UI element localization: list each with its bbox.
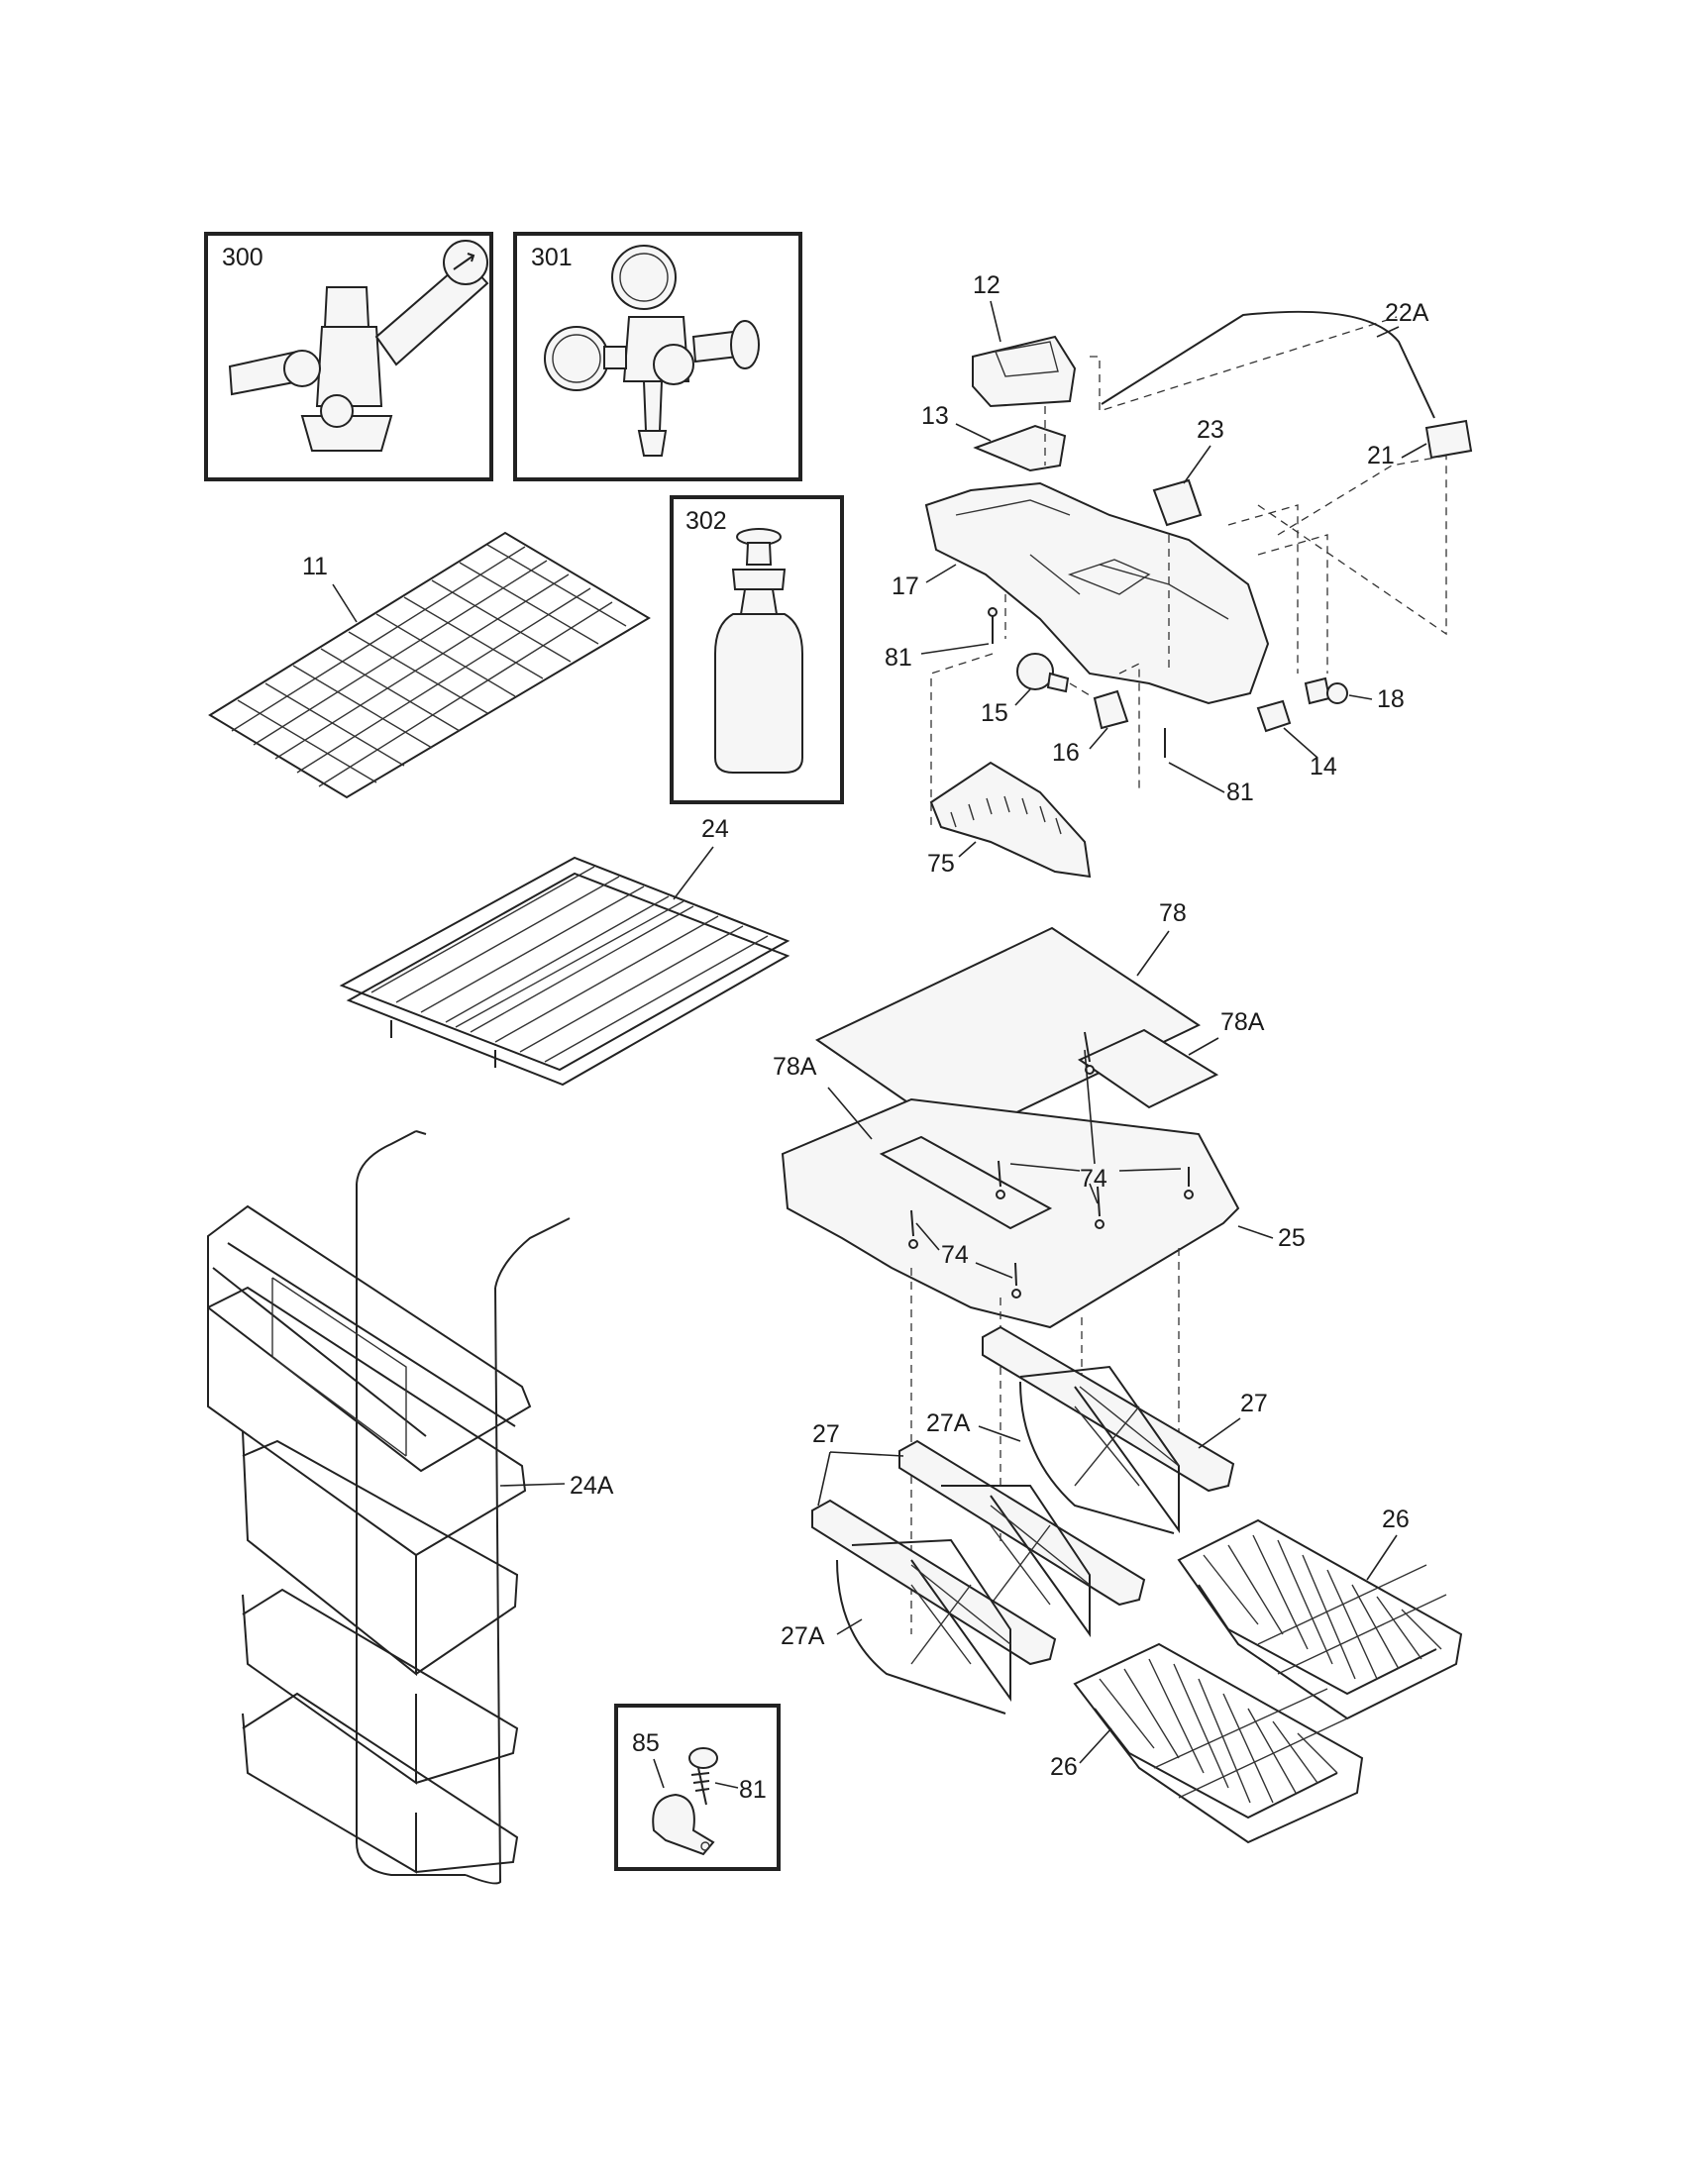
callout-14: 14 bbox=[1310, 753, 1337, 780]
part-12 bbox=[972, 335, 1077, 408]
callout-75: 75 bbox=[927, 850, 955, 878]
callout-300: 300 bbox=[222, 244, 263, 271]
part-27-27A-rails: 27 27A 27 27A bbox=[781, 1325, 1268, 1715]
callout-85: 85 bbox=[632, 1729, 660, 1757]
callout-301: 301 bbox=[531, 244, 573, 271]
part-78-liner: 78 78A bbox=[815, 899, 1265, 1141]
callout-18: 18 bbox=[1377, 685, 1405, 713]
basket-26-lower bbox=[1073, 1642, 1364, 1844]
part-26-baskets: 26 26 bbox=[1050, 1506, 1463, 1844]
callout-27A-bottom: 27A bbox=[781, 1622, 825, 1650]
part-78A-right bbox=[1077, 1028, 1219, 1109]
part-23 bbox=[1152, 478, 1203, 527]
callout-27-left: 27 bbox=[812, 1420, 840, 1448]
callout-81-b: 81 bbox=[1226, 779, 1254, 806]
callout-26-upper: 26 bbox=[1382, 1506, 1410, 1533]
callout-23: 23 bbox=[1197, 416, 1224, 444]
callout-27-right: 27 bbox=[1240, 1390, 1268, 1417]
part-21 bbox=[1424, 419, 1473, 460]
callout-11: 11 bbox=[302, 553, 328, 580]
callout-26-lower: 26 bbox=[1050, 1753, 1078, 1781]
basket-26-upper bbox=[1177, 1518, 1463, 1720]
callout-81-a: 81 bbox=[885, 644, 912, 672]
callout-78A-left: 78A bbox=[773, 1053, 817, 1081]
part-25-cover: 78A 25 74 74 bbox=[773, 1031, 1306, 1329]
part-14 bbox=[1256, 699, 1292, 733]
inset-85-81-clamp-screw: 85 81 bbox=[614, 1704, 781, 1871]
part-22A-cable bbox=[1101, 310, 1435, 419]
callout-78: 78 bbox=[1159, 899, 1187, 927]
inset-301-frame bbox=[513, 232, 802, 481]
part-15-bulb bbox=[1016, 653, 1054, 690]
callout-302: 302 bbox=[685, 507, 727, 535]
part-18 bbox=[1304, 676, 1331, 705]
part-74-screws bbox=[908, 1031, 1194, 1299]
callout-21: 21 bbox=[1367, 442, 1395, 469]
callout-24A: 24A bbox=[570, 1472, 614, 1500]
inset-302-co2-tank: 302 bbox=[670, 495, 844, 804]
part-13 bbox=[973, 424, 1067, 472]
callout-25: 25 bbox=[1278, 1224, 1306, 1252]
part-81-screw-head bbox=[688, 1747, 718, 1769]
part-17-housing bbox=[924, 481, 1270, 705]
inset-301-co2-regulator: 301 bbox=[513, 232, 802, 481]
part-75-light-shield bbox=[929, 761, 1092, 879]
callout-81-c: 81 bbox=[739, 1776, 767, 1804]
callout-15: 15 bbox=[981, 699, 1008, 727]
callout-74-b: 74 bbox=[941, 1241, 969, 1269]
inset-302-frame bbox=[670, 495, 844, 804]
inset-85-81-frame bbox=[614, 1704, 781, 1871]
callout-13: 13 bbox=[921, 402, 949, 430]
part-11-wire-shelf: 11 bbox=[208, 531, 651, 799]
part-24A-door-rack: 24A bbox=[207, 1130, 614, 1885]
part-78A-left bbox=[879, 1135, 1053, 1230]
callout-74-a: 74 bbox=[1080, 1165, 1107, 1193]
inset-300-frame bbox=[204, 232, 493, 481]
callout-78A-right: 78A bbox=[1220, 1008, 1265, 1036]
callout-27A-top: 27A bbox=[926, 1409, 971, 1437]
callout-12: 12 bbox=[973, 271, 1000, 299]
part-85-clamp bbox=[652, 1793, 715, 1856]
callout-16: 16 bbox=[1052, 739, 1080, 767]
inset-300-keg-coupler: 300 bbox=[204, 232, 493, 481]
part-24-wire-shelf: 24 bbox=[339, 815, 790, 1087]
callout-24: 24 bbox=[701, 815, 729, 843]
part-16-socket bbox=[1093, 689, 1129, 730]
control-housing-assembly: 12 13 22A 21 23 17 81 bbox=[885, 271, 1473, 879]
callout-22A: 22A bbox=[1385, 299, 1429, 327]
callout-17: 17 bbox=[892, 572, 919, 600]
